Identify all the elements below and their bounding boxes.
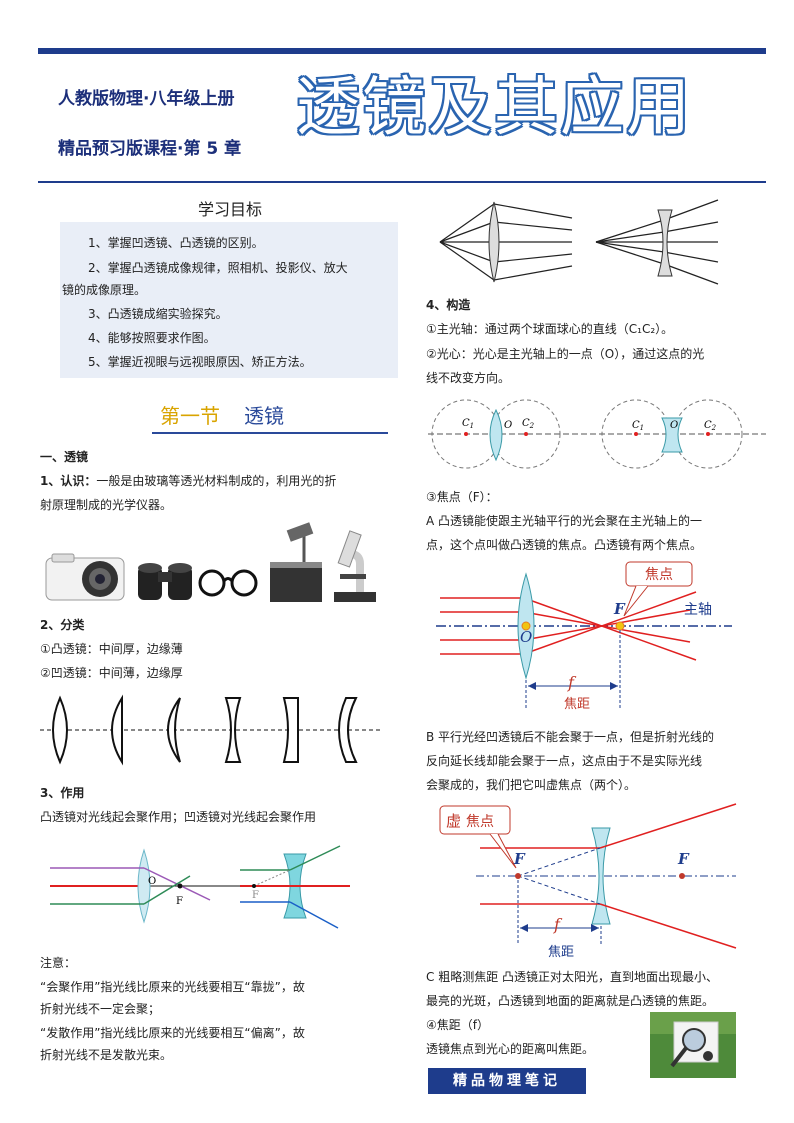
focus-a-desc: A 凸透镜能使跟主光轴平行的光会聚在主光轴上的一 (426, 514, 703, 528)
focus-b-desc: B 平行光经凹透镜后不能会聚于一点，但是折射光线的 (426, 730, 715, 744)
callout-focus: 焦点 (645, 567, 673, 583)
main-axis-desc: ①主光轴：通过两个球面球心的直线（C₁C₂）。 (426, 322, 674, 336)
focal-length-title: ④焦距（f） (426, 1018, 489, 1032)
label-focal-length-2: 焦距 (548, 945, 574, 960)
label-f-focus: F (613, 600, 626, 618)
goals-title: 学习目标 (198, 200, 263, 219)
optical-center-desc-cont: 线不改变方向。 (426, 371, 511, 385)
para-recognize: 1、认识：一般是由玻璃等透光材料制成的，利用光的折 (40, 470, 336, 493)
focus-b-desc-cont2: 会聚成的，我们把它叫虚焦点（两个）。 (426, 778, 637, 792)
label-f-length: f (567, 673, 577, 692)
label-c1: C1 (462, 418, 474, 430)
ray-bundle-diagram (439, 199, 719, 285)
optical-center-desc: ②光心：光心是主光轴上的一点（O），通过这点的光 (426, 347, 705, 361)
header-divider (38, 181, 766, 183)
convex-desc: ①凸透镜：中间厚，边缘薄 (40, 642, 183, 656)
note-title: 注意： (40, 956, 77, 970)
label-focal-length: 焦距 (564, 697, 590, 712)
goal-item: 1、掌握凹透镜、凸透镜的区别。 (88, 236, 264, 250)
heading-lens: 一、透镜 (40, 450, 89, 464)
plano-convex-lens (111, 694, 123, 766)
lens-experiment-photo (650, 1012, 736, 1078)
para-recognize-cont: 射原理制成的光学仪器。 (40, 498, 173, 512)
label-main-axis: 主轴 (684, 602, 712, 618)
lens-effect-diagram: O F F (50, 845, 350, 929)
label-f: F (176, 896, 183, 907)
goal-item: 5、掌握近视眼与远视眼原因、矫正方法。 (88, 355, 312, 369)
note-converge-cont: 折射光线不一定会聚； (40, 1002, 161, 1016)
biconvex-lens (52, 695, 68, 765)
lens-shapes-diagram (40, 694, 380, 766)
label-c1-b: C1 (632, 420, 644, 432)
label-f-virtual-right: F (677, 850, 690, 868)
glasses-icon (198, 569, 258, 597)
effect-desc: 凸透镜对光线起会聚作用；凹透镜对光线起会聚作用 (40, 810, 317, 824)
concave-desc: ②凹透镜：中间薄，边缘厚 (40, 666, 183, 680)
top-bar (38, 48, 766, 54)
section-number: 第一节 (160, 404, 220, 428)
label-f-length-2: f (553, 915, 563, 934)
callout-focus-2: 焦点 (466, 814, 494, 830)
para-recognize-label: 1、认识： (40, 474, 97, 488)
binoculars-icon (138, 563, 192, 600)
goal-item: 镜的成像原理。 (62, 283, 147, 297)
focus-b-desc-cont: 反向延长线却能会聚于一点，这点由于不是实际光线 (426, 754, 703, 768)
label-o-circle: O (504, 420, 512, 431)
meniscus-convex-lens (167, 697, 181, 763)
note-converge: “会聚作用”指光线比原来的光线要相互“靠拢”，故 (40, 980, 305, 994)
callout-virtual: 虚 (446, 812, 461, 830)
course-subtitle: 人教版物理·八年级上册 (58, 89, 235, 109)
label-o-focus: O (520, 628, 532, 646)
convex-focus-diagram: 焦点 F 主轴 O f 焦距 (436, 561, 732, 712)
label-c2: C2 (522, 418, 535, 430)
microscope-icon (334, 530, 376, 602)
goal-item: 3、凸透镜成缩实验探究。 (88, 307, 228, 321)
chapter-subtitle: 精品预习版课程·第 5 章 (58, 139, 242, 159)
section-name: 透镜 (244, 404, 284, 428)
optical-instruments-illustration (45, 522, 376, 602)
para-recognize-text: 一般是由玻璃等透光材料制成的，利用光的折 (96, 474, 337, 488)
projector-icon (270, 522, 322, 602)
heading-classify: 2、分类 (40, 618, 85, 632)
focus-title: ③焦点（F）： (426, 490, 498, 504)
focus-c-desc-cont: 最亮的光斑，凸透镜到地面的距离就是凸透镜的焦距。 (426, 994, 715, 1008)
goal-item: 4、能够按照要求作图。 (88, 331, 216, 345)
page-title: 透镜及其应用 (296, 71, 692, 145)
label-o-b: O (670, 420, 678, 431)
label-f-virtual-left: F (513, 850, 526, 868)
footer-label: 精品物理笔记 (428, 1068, 586, 1094)
note-diverge-cont: 折射光线不是发散光束。 (40, 1048, 173, 1062)
meniscus-concave-lens (338, 697, 358, 763)
lens-curvature-diagram: C1 C2 O C1 O C2 (428, 399, 766, 469)
plano-concave-lens (282, 697, 299, 763)
focus-a-desc-cont: 点，这个点叫做凸透镜的焦点。凸透镜有两个焦点。 (426, 538, 703, 552)
label-c2-b: C2 (704, 420, 717, 432)
heading-structure: 4、构造 (426, 298, 471, 312)
section-underline (152, 432, 388, 434)
note-diverge: “发散作用”指光线比原来的光线要相互“偏离”，故 (40, 1026, 305, 1040)
focal-length-desc: 透镜焦点到光心的距离叫焦距。 (426, 1042, 595, 1056)
label-o: O (148, 876, 156, 887)
focus-c-desc: C 粗略测焦距 凸透镜正对太阳光，直到地面出现最小、 (426, 970, 719, 984)
concave-focus-diagram: 虚 焦点 F F f 焦距 (439, 803, 737, 960)
goal-item: 2、掌握凸透镜成像规律，照相机、投影仪、放大 (88, 261, 348, 275)
camera-icon (45, 553, 125, 601)
heading-effect: 3、作用 (40, 786, 85, 800)
label-f-concave: F (252, 890, 259, 901)
goals-box: 1、掌握凹透镜、凸透镜的区别。 2、掌握凸透镜成像规律，照相机、投影仪、放大 镜… (60, 222, 398, 378)
biconcave-lens (224, 697, 242, 763)
